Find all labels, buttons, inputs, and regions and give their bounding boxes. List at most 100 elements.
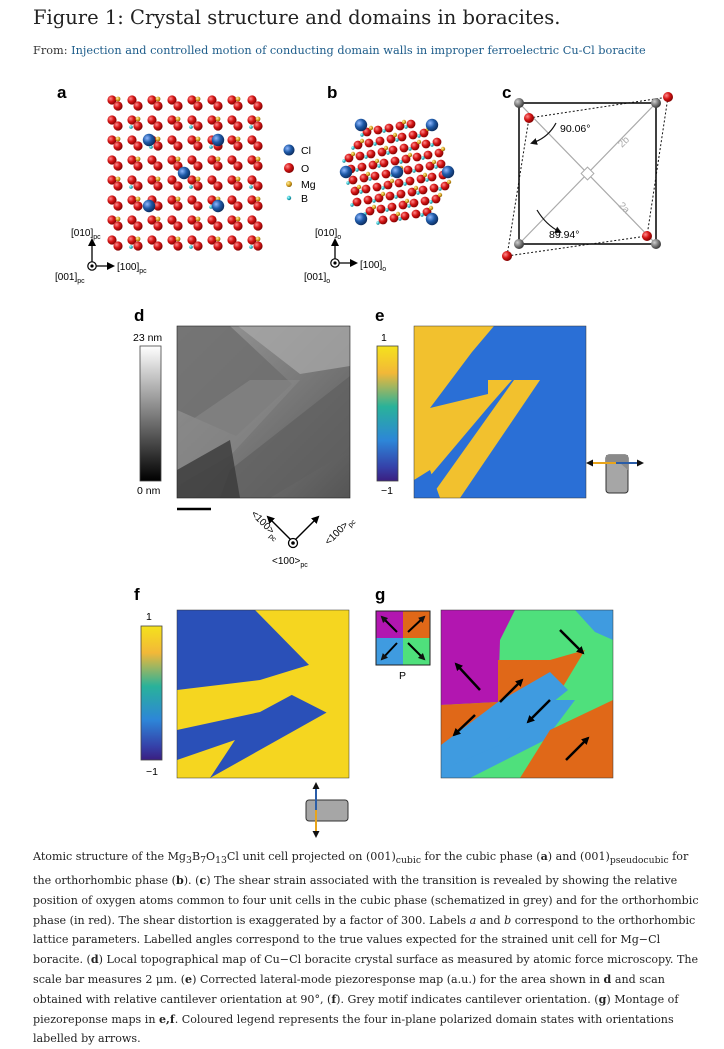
- oxygen-atom: [418, 185, 428, 195]
- oxygen-atom: [363, 195, 373, 205]
- oxygen-atom: [253, 141, 263, 151]
- magnesium-atom: [155, 176, 161, 182]
- boron-atom: [394, 195, 398, 199]
- oxygen-atom: [432, 137, 442, 147]
- crystal-structure-b: [339, 118, 455, 226]
- magnesium-atom: [115, 216, 121, 222]
- magnesium-atom: [115, 96, 121, 102]
- chlorine-atom: [425, 212, 439, 226]
- magnesium-atom: [195, 176, 201, 182]
- oxygen-atom: [368, 160, 378, 170]
- magnesium-atom: [115, 136, 121, 142]
- magnesium-atom: [175, 156, 181, 162]
- oxygen-atom: [147, 235, 157, 245]
- oxygen-atom: [167, 115, 177, 125]
- oxygen-atom: [193, 221, 203, 231]
- shear-diagram: 90.06° 89.94° 2b 2a: [502, 92, 673, 261]
- magnesium-atom: [401, 119, 407, 125]
- oxygen-atom: [385, 191, 395, 201]
- boron-atom: [360, 133, 364, 137]
- boron-atom: [381, 186, 385, 190]
- boron-atom: [429, 200, 433, 204]
- oxygen-atom: [113, 161, 123, 171]
- oxygen-atom: [247, 155, 257, 165]
- oxygen-atom: [113, 121, 123, 131]
- magnesium-atom: [195, 216, 201, 222]
- magnesium-atom: [365, 171, 371, 177]
- magnesium-atom: [195, 96, 201, 102]
- oxygen-atom: [207, 95, 217, 105]
- colorbar-e: 1 −1: [376, 332, 399, 497]
- oxygen-atom: [167, 175, 177, 185]
- legend-p: P: [399, 670, 406, 682]
- magnesium-atom: [175, 116, 181, 122]
- oxygen-atom: [187, 195, 197, 205]
- panel-f-label: f: [134, 585, 140, 604]
- boron-atom: [395, 138, 399, 142]
- magnesium-atom: [383, 145, 389, 151]
- oxygen-atom: [398, 200, 408, 210]
- oxygen-atom: [207, 235, 217, 245]
- oxygen-atom: [409, 198, 419, 208]
- oxygen-atom: [233, 201, 243, 211]
- chlorine-atom: [142, 133, 156, 147]
- boron-atom: [129, 125, 133, 129]
- oxygen-atom: [147, 215, 157, 225]
- oxygen-atom: [127, 235, 137, 245]
- magnesium-atom: [175, 196, 181, 202]
- oxygen-atom: [247, 135, 257, 145]
- magnesium-atom: [446, 179, 452, 185]
- oxygen-atom: [374, 193, 384, 203]
- chlorine-atom: [211, 199, 225, 213]
- oxygen-atom: [193, 101, 203, 111]
- oxygen-atom: [403, 165, 413, 175]
- oxygen-atom: [366, 149, 376, 159]
- oxygen-atom: [167, 235, 177, 245]
- oxygen-atom: [253, 121, 263, 131]
- oxygen-atom: [113, 181, 123, 191]
- magnesium-atom: [135, 156, 141, 162]
- boron-atom: [399, 160, 403, 164]
- oxygen-atom: [213, 101, 223, 111]
- oxygen-atom: [352, 197, 362, 207]
- chlorine-atom: [425, 118, 439, 132]
- magnesium-atom: [413, 185, 419, 191]
- boron-atom: [382, 129, 386, 133]
- oxygen-atom: [113, 101, 123, 111]
- scale-e-top: 1: [381, 332, 387, 344]
- magnesium-atom: [422, 172, 428, 178]
- oxygen-atom: [107, 235, 117, 245]
- oxygen-atom: [153, 161, 163, 171]
- oxygen-atom: [357, 162, 367, 172]
- boron-atom: [189, 245, 193, 249]
- oxygen-atom: [388, 145, 398, 155]
- oxygen-atom: [372, 182, 382, 192]
- axis-010-a: [010]pc: [71, 228, 101, 241]
- article-link[interactable]: Injection and controlled motion of condu…: [71, 44, 646, 57]
- oxygen-atom: [173, 101, 183, 111]
- panel-e-label: e: [375, 306, 384, 325]
- magnesium-atom: [395, 211, 401, 217]
- chlorine-atom: [177, 166, 191, 180]
- oxygen-atom: [193, 141, 203, 151]
- oxygen-atom: [364, 138, 374, 148]
- scale-f-top: 1: [146, 611, 152, 623]
- axes-a: [010]pc [100]pc [001]pc: [55, 228, 147, 285]
- boron-atom: [386, 151, 390, 155]
- oxygen-atom: [207, 155, 217, 165]
- boron-atom: [189, 125, 193, 129]
- oxygen-atom: [359, 173, 369, 183]
- lattice-2b: 2b: [616, 134, 632, 150]
- figure-panels: a [010]pc [100]pc [001]pc Cl O Mg B b [0…: [55, 83, 673, 838]
- boron-atom: [412, 169, 416, 173]
- magnesium-atom: [135, 236, 141, 242]
- oxygen-atom: [187, 115, 197, 125]
- oxygen-atom: [173, 241, 183, 251]
- oxygen-atom: [127, 215, 137, 225]
- oxygen-atom: [377, 147, 387, 157]
- oxygen-atom: [253, 201, 263, 211]
- oxygen-atom: [425, 161, 435, 171]
- oxygen-atom: [213, 181, 223, 191]
- magnesium-atom: [404, 198, 410, 204]
- oxygen-atom: [383, 180, 393, 190]
